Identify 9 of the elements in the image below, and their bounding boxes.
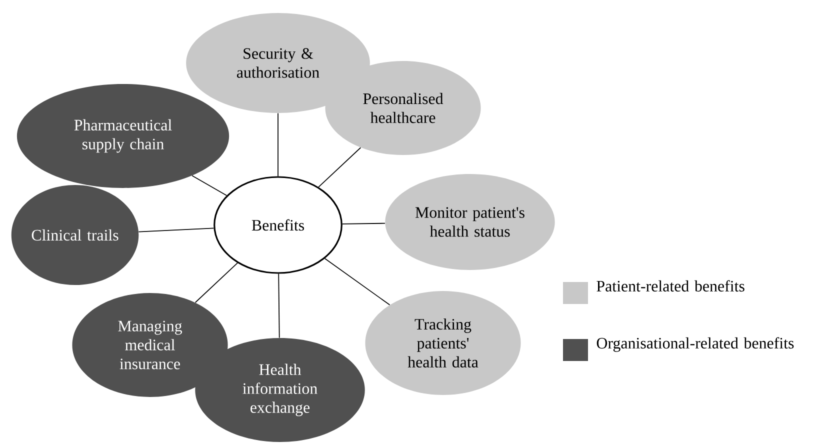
connector-line xyxy=(192,175,228,196)
connector-line xyxy=(318,147,362,188)
legend-label: Organisational-related benefits xyxy=(596,337,794,352)
legend-label: Patient-related benefits xyxy=(596,280,744,292)
connector-line xyxy=(194,262,238,303)
connector-line xyxy=(138,228,214,232)
connector-line xyxy=(278,273,280,338)
connector-line xyxy=(342,222,386,224)
connector-line xyxy=(324,258,390,306)
